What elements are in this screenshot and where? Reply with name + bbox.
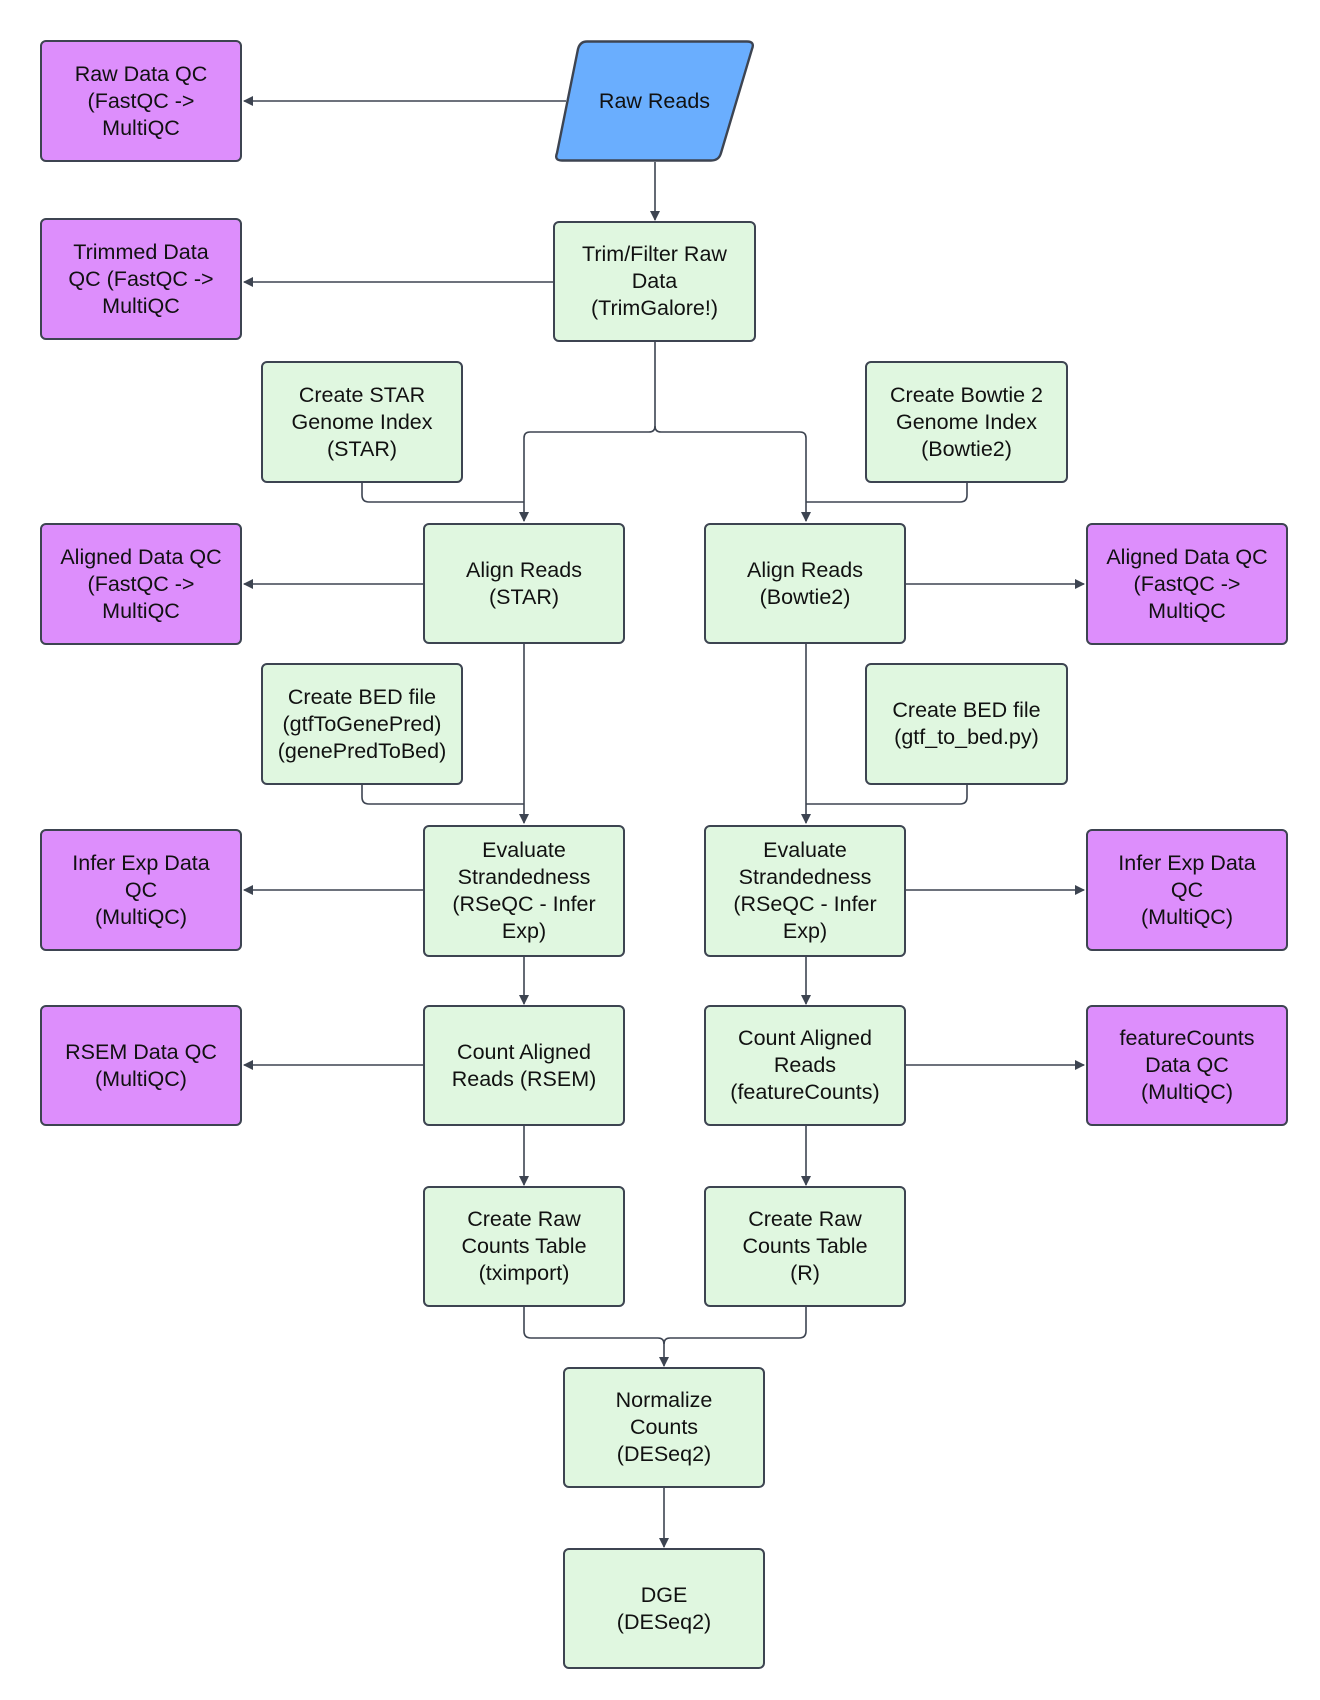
infer-qc-left-label: Infer Exp Data QC (MultiQC) [72, 850, 210, 929]
trimmed-data-qc-label: Trimmed Data QC (FastQC -> MultiQC [68, 239, 214, 318]
raw-data-qc-label: Raw Data QC (FastQC -> MultiQC [74, 61, 208, 140]
parallelogram-shape [554, 40, 755, 162]
dge-label: DGE (DESeq2) [616, 1582, 712, 1634]
trim-filter-label: Trim/Filter Raw Data (TrimGalore!) [582, 242, 727, 320]
rsem-qc-label: RSEM Data QC (MultiQC) [65, 1039, 217, 1091]
align-bowtie-box: Align Reads (Bowtie2) [704, 523, 906, 644]
infer-qc-right-box: Infer Exp Data QC (MultiQC) [1086, 829, 1288, 951]
infer-qc-left-box: Infer Exp Data QC (MultiQC) [40, 829, 242, 951]
strand-left-label: Evaluate Strandedness (RSeQC - Infer Exp… [452, 838, 596, 943]
star-index-box: Create STAR Genome Index (STAR) [261, 361, 463, 483]
bed-left-label: Create BED file (gtfToGenePred) (genePre… [277, 684, 447, 763]
raw-data-qc-box: Raw Data QC (FastQC -> MultiQC [40, 40, 242, 162]
count-rsem-box: Count Aligned Reads (RSEM) [423, 1005, 625, 1126]
connector-trim-to-align-bowtie [654, 425, 811, 522]
trimmed-data-qc-box: Trimmed Data QC (FastQC -> MultiQC [40, 218, 242, 340]
connector-bowtie-index-to-align-bowtie [806, 483, 968, 503]
normalize-counts-label: Normalize Counts (DESeq2) [615, 1388, 713, 1466]
bed-right-label: Create BED file (gtf_to_bed.py) [892, 698, 1041, 749]
strand-right-box: Evaluate Strandedness (RSeQC - Infer Exp… [704, 825, 906, 957]
strand-right-label: Evaluate Strandedness (RSeQC - Infer Exp… [733, 838, 877, 943]
aligned-qc-right-label: Aligned Data QC (FastQC -> MultiQC [1106, 544, 1268, 623]
connector-table-right-to-normalize [663, 1307, 807, 1345]
rsem-qc-box: RSEM Data QC (MultiQC) [40, 1005, 242, 1126]
aligned-qc-right-box: Aligned Data QC (FastQC -> MultiQC [1086, 523, 1288, 645]
connector-table-left-to-normalize [523, 1307, 669, 1367]
aligned-qc-left-box: Aligned Data QC (FastQC -> MultiQC [40, 523, 242, 645]
bowtie-index-label: Create Bowtie 2 Genome Index (Bowtie2) [890, 382, 1043, 461]
counts-table-left-box: Create Raw Counts Table (tximport) [423, 1186, 625, 1307]
aligned-qc-left-label: Aligned Data QC (FastQC -> MultiQC [60, 544, 222, 623]
featurecounts-qc-label: featureCounts Data QC (MultiQC) [1119, 1026, 1255, 1104]
strand-left-box: Evaluate Strandedness (RSeQC - Infer Exp… [423, 825, 625, 957]
count-featurecounts-label: Count Aligned Reads (featureCounts) [730, 1026, 880, 1104]
counts-table-right-label: Create Raw Counts Table (R) [742, 1207, 868, 1285]
align-star-box: Align Reads (STAR) [423, 523, 625, 644]
trim-filter-box: Trim/Filter Raw Data (TrimGalore!) [553, 221, 756, 342]
star-index-label: Create STAR Genome Index (STAR) [291, 382, 433, 461]
connector-star-index-to-align-star [361, 483, 524, 503]
dge-box: DGE (DESeq2) [563, 1548, 765, 1669]
connector-trim-to-align-star [519, 342, 656, 522]
connector-bed-left-to-strand [361, 785, 524, 805]
bed-left-box: Create BED file (gtfToGenePred) (genePre… [261, 663, 463, 785]
bed-right-box: Create BED file (gtf_to_bed.py) [865, 663, 1068, 785]
counts-table-right-box: Create Raw Counts Table (R) [704, 1186, 906, 1307]
counts-table-left-label: Create Raw Counts Table (tximport) [461, 1207, 587, 1285]
count-rsem-label: Count Aligned Reads (RSEM) [451, 1039, 597, 1091]
align-bowtie-label: Align Reads (Bowtie2) [747, 557, 863, 609]
count-featurecounts-box: Count Aligned Reads (featureCounts) [704, 1005, 906, 1126]
align-star-label: Align Reads (STAR) [466, 557, 582, 609]
normalize-counts-box: Normalize Counts (DESeq2) [563, 1367, 765, 1488]
connector-bed-right-to-strand [806, 785, 968, 805]
bowtie-index-box: Create Bowtie 2 Genome Index (Bowtie2) [865, 361, 1068, 483]
raw-reads-input: Raw Reads [553, 40, 756, 162]
featurecounts-qc-box: featureCounts Data QC (MultiQC) [1086, 1005, 1288, 1126]
raw-reads-label: Raw Reads [598, 88, 711, 113]
infer-qc-right-label: Infer Exp Data QC (MultiQC) [1118, 850, 1256, 929]
